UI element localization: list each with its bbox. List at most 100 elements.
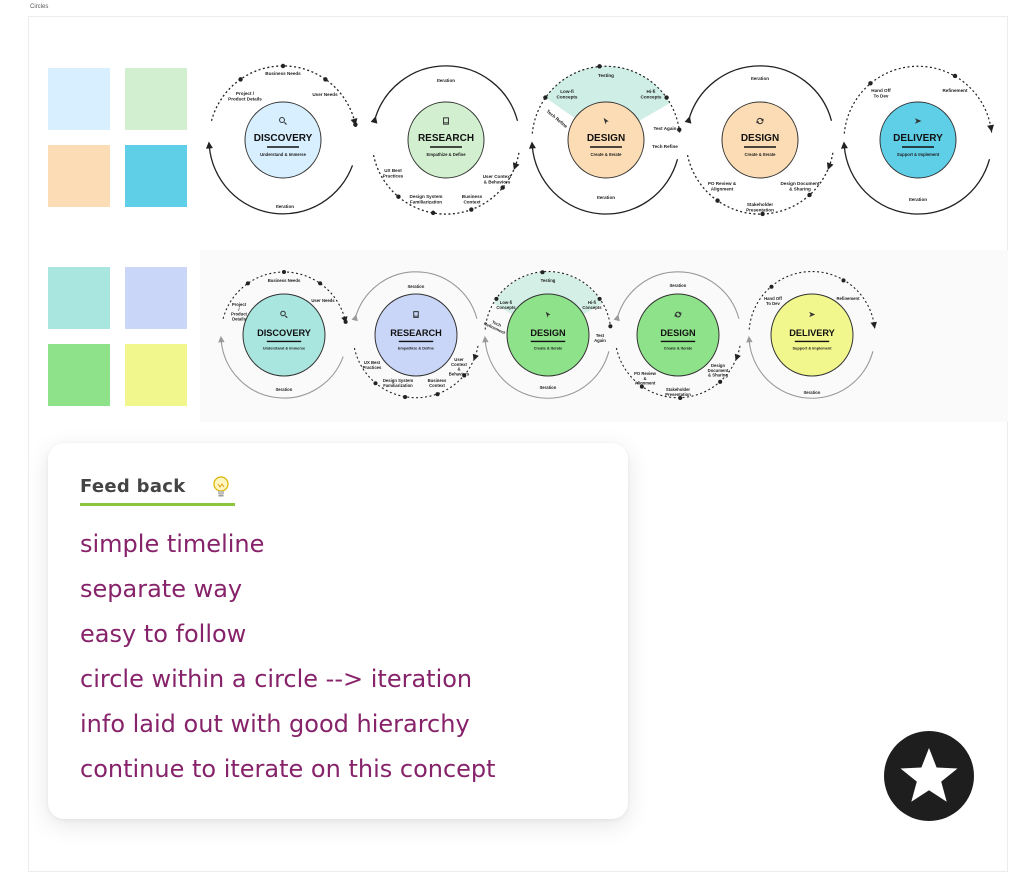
arrow-head [840, 141, 848, 149]
stage-note: Project /Product Details [228, 91, 262, 101]
milestone-dot [952, 73, 958, 79]
stage-title: DISCOVERY [257, 328, 311, 338]
stage-note: User Needs [311, 298, 335, 303]
stage-note: Testing [541, 278, 556, 283]
color-swatch[interactable] [48, 68, 110, 130]
arrow-head [678, 312, 682, 316]
milestone-dot [396, 194, 401, 199]
stage-circle[interactable] [407, 101, 485, 179]
stage-note: Refinement [837, 296, 861, 301]
arrow-head [756, 119, 760, 124]
stage-circle[interactable] [374, 293, 458, 377]
process-arc [484, 340, 610, 399]
color-swatch[interactable] [125, 344, 187, 406]
process-arc [373, 65, 519, 121]
process-arc [354, 271, 478, 319]
stage-note: PO Review&Alignment [634, 371, 657, 386]
process-arc [531, 146, 679, 215]
process-arc [748, 340, 874, 399]
color-swatch[interactable] [125, 68, 187, 130]
stage-note: Test Again [654, 126, 677, 131]
color-swatch[interactable] [125, 267, 187, 329]
refresh-icon [756, 117, 764, 125]
stage-note: Iteration [276, 204, 294, 209]
milestone-dot [807, 192, 812, 198]
favorite-button[interactable] [884, 731, 974, 821]
search-icon [279, 117, 287, 125]
book-icon [413, 311, 419, 318]
milestone-dot [597, 64, 602, 69]
stage-subtitle: Create & Iterate [745, 152, 777, 157]
refresh-icon [674, 311, 682, 318]
stage-note: Iteration [670, 283, 687, 288]
color-swatch[interactable] [125, 145, 187, 207]
process-arc [220, 340, 344, 399]
stage-circle[interactable] [242, 293, 326, 377]
arrow-head [218, 335, 225, 343]
stage-note: User Context& Behaviors [483, 174, 512, 184]
milestone-dot [343, 319, 348, 324]
feedback-item: simple timeline [80, 530, 265, 558]
milestone-dot [403, 395, 408, 400]
process-arc [531, 65, 681, 134]
milestone-dot [597, 296, 602, 301]
arrow-head [472, 353, 479, 361]
process-arc [615, 345, 741, 399]
stage-circle[interactable] [721, 101, 799, 179]
color-swatch[interactable] [48, 344, 110, 406]
stage-circle[interactable] [244, 101, 322, 179]
stage-note: Iteration [276, 387, 293, 392]
milestone-dot [543, 95, 548, 100]
milestone-dot [608, 324, 613, 329]
feedback-item: continue to iterate on this concept [80, 755, 496, 783]
stage-note: Iteration [597, 195, 615, 200]
arrow-head [512, 162, 520, 171]
feedback-item: circle within a circle --> iteration [80, 665, 473, 693]
process-arc [687, 65, 833, 121]
feedback-item: info laid out with good hierarchy [80, 710, 470, 738]
milestone-dot [469, 207, 474, 212]
milestone-dot [841, 278, 846, 283]
stage-circle[interactable] [879, 101, 957, 179]
milestone-dot [678, 395, 683, 400]
stage-note: Iteration [804, 390, 821, 395]
milestone-dot [435, 392, 440, 397]
stage-circle[interactable] [636, 293, 720, 377]
milestone-dot [664, 95, 669, 100]
stage-circle[interactable] [506, 293, 590, 377]
stage-circle[interactable] [770, 293, 854, 377]
stage-note: Tech Refine [652, 144, 678, 149]
color-swatch[interactable] [48, 145, 110, 207]
stage-note: Iteration [909, 197, 927, 202]
stage-title: DESIGN [530, 328, 566, 338]
process-arc [222, 271, 347, 325]
arrow-head [613, 314, 620, 322]
stage-title: RESEARCH [390, 328, 442, 338]
stage-circle[interactable] [567, 101, 645, 179]
stage-note: Testing [598, 73, 614, 78]
lightbulb-icon [208, 473, 234, 501]
stage-subtitle: Understand & Immerse [260, 152, 307, 157]
feedback-card: Feed back simple timeline separate way e… [48, 443, 628, 819]
star-icon [900, 748, 958, 802]
row2-background [200, 250, 1008, 422]
color-swatch[interactable] [48, 267, 110, 329]
